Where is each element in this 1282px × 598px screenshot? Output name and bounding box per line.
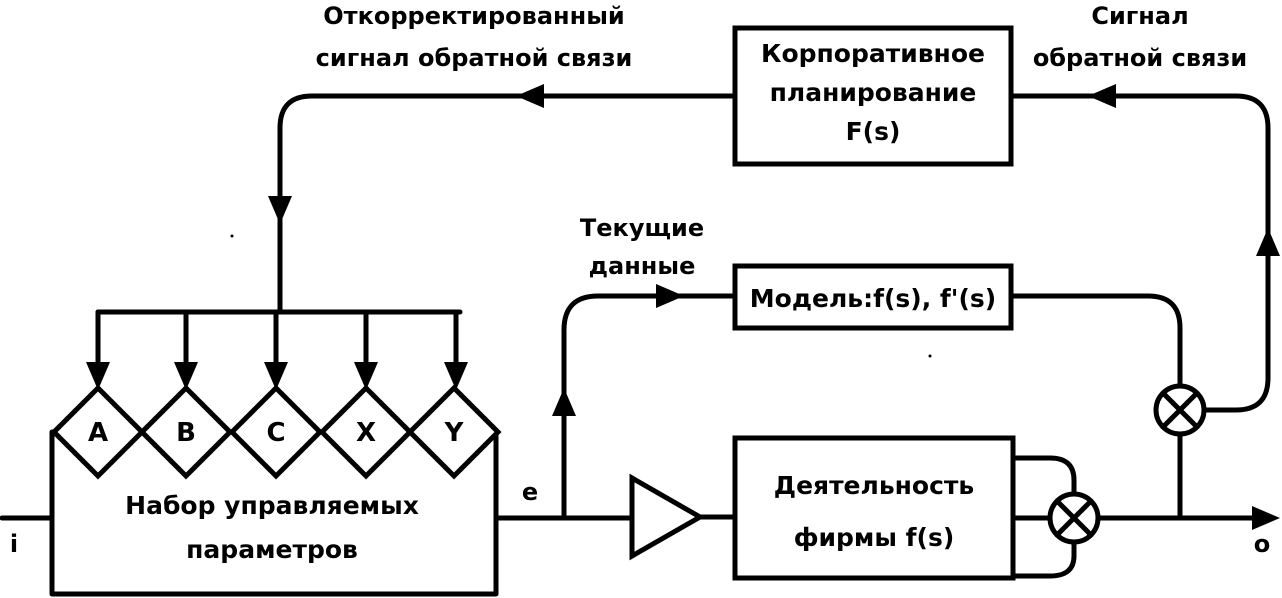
corrected-feedback-down-arrow	[268, 196, 292, 224]
feedback-signal-label-line1: Сигнал	[1091, 2, 1188, 30]
firm-activity-line1: Деятельность	[774, 471, 974, 500]
parameter-label-b: B	[176, 418, 196, 448]
parameter-set-line1: Набор управляемых	[125, 491, 419, 520]
bus-arrow-y	[444, 362, 468, 390]
firm-summing-junction-cross	[1054, 498, 1094, 538]
feedback-signal-label-line2: обратной связи	[1033, 44, 1247, 72]
corrected-feedback-label-line2: сигнал обратной связи	[316, 44, 633, 72]
corporate-planning-line3: F(s)	[846, 117, 901, 146]
firm-activity-line2: фирмы f(s)	[794, 523, 955, 552]
parameter-label-a: A	[88, 418, 108, 448]
parameter-diamond-a	[50, 384, 146, 480]
current-data-up-arrow	[552, 388, 576, 416]
parameter-label-x: X	[356, 418, 376, 448]
parameter-diamond-c	[228, 384, 324, 480]
corrected-feedback-label-line1: Откорректированный	[323, 2, 624, 30]
bus-arrow-x	[354, 362, 378, 390]
output-arrow	[1252, 506, 1280, 530]
current-data-label-line2: данные	[589, 252, 696, 280]
current-data-line	[561, 293, 738, 521]
corrected-feedback-left-arrow	[516, 84, 544, 108]
bus-arrow-c	[264, 362, 288, 390]
feedback-up-arrow	[1256, 228, 1280, 256]
scan-speck	[928, 354, 932, 358]
model-label: Модель:f(s), f'(s)	[750, 284, 996, 313]
corporate-planning-line2: планирование	[770, 78, 977, 107]
error-label: e	[522, 478, 538, 506]
parameter-set-box	[49, 429, 499, 597]
bus-arrow-a	[86, 362, 110, 390]
bus-arrow-b	[174, 362, 198, 390]
feedback-signal-line	[1008, 93, 1271, 413]
firm-activity-box	[732, 435, 1016, 581]
amplifier-triangle	[629, 473, 706, 561]
corporate-planning-line1: Корпоративное	[761, 39, 985, 68]
parameter-set-line2: параметров	[186, 535, 358, 564]
output-label: o	[1254, 530, 1271, 558]
parameter-diamond-b	[138, 384, 234, 480]
feedback-left-arrow	[1088, 84, 1116, 108]
firm-bottom-connection	[1010, 539, 1077, 579]
scan-speck	[230, 234, 234, 238]
parameter-diamond-x	[318, 384, 414, 480]
firm-top-connection	[1010, 455, 1077, 497]
model-box	[732, 263, 1014, 331]
parameter-label-c: C	[266, 418, 285, 448]
current-data-right-arrow	[656, 284, 684, 308]
corrected-feedback-line	[277, 93, 738, 315]
parameter-label-y: Y	[444, 418, 465, 448]
comparison-junction-cross	[1160, 390, 1200, 430]
current-data-label-line1: Текущие	[580, 214, 704, 242]
parameter-diamond-y	[406, 384, 502, 480]
input-label: i	[10, 530, 18, 558]
model-output-line	[1008, 293, 1183, 389]
